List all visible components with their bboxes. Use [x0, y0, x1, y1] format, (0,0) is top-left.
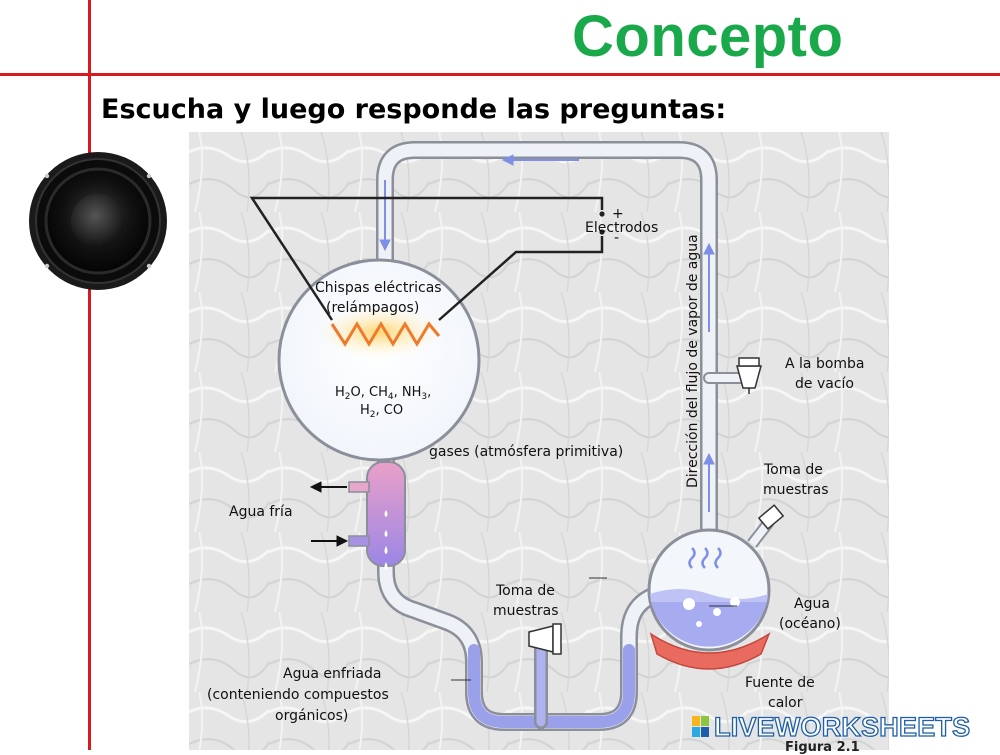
instruction-text: Escucha y luego responde las preguntas:: [101, 94, 727, 125]
sparks-label-line1: Chispas eléctricas: [315, 280, 442, 296]
cooled-label-line3: orgánicos): [275, 708, 348, 724]
heat-label-line1: Fuente de: [745, 675, 815, 691]
header-rule-horizontal: [0, 73, 1000, 76]
svg-text:H2, CO: H2, CO: [360, 403, 403, 420]
chemical-formula: H2O, CH4, NH3, H2, CO: [335, 385, 431, 420]
sample-bottom-label-line1: Toma de: [495, 583, 555, 599]
electrodes-label: Electrodos: [585, 220, 658, 236]
cold-water-arrows: [309, 481, 349, 547]
cooled-label-line2: (conteniendo compuestos: [207, 687, 389, 703]
vacuum-valve: [736, 357, 762, 394]
liveworksheets-logo-icon: [692, 716, 710, 738]
margin-rule-vertical: [88, 0, 91, 750]
water-label-line1: Agua: [794, 596, 830, 612]
sample-top-label-line2: muestras: [763, 482, 829, 498]
svg-text:H2O, CH4, NH3,: H2O, CH4, NH3,: [335, 385, 431, 402]
vapor-flow-label: Dirección del flujo de vapor de agua: [685, 234, 701, 488]
sample-top-label-line1: Toma de: [763, 462, 823, 478]
cold-water-label: Agua fría: [229, 504, 293, 520]
sample-bottom-label-line2: muestras: [493, 603, 559, 619]
minus-label: -: [614, 230, 619, 246]
liveworksheets-text: LIVEWORKSHEETS: [713, 711, 971, 742]
electrode-wires: [249, 196, 604, 321]
sample-valve: [528, 623, 562, 655]
miller-urey-diagram: H2O, CH4, NH3, H2, CO Electrodos + - Chi…: [189, 132, 889, 750]
vacuum-label-line1: A la bomba: [785, 356, 865, 372]
sparks-label-line2: (relámpagos): [326, 300, 419, 316]
flow-arrows: [379, 154, 715, 512]
condenser: [348, 461, 406, 570]
liveworksheets-watermark: LIVEWORKSHEETS: [692, 711, 992, 743]
vacuum-label-line2: de vacío: [795, 376, 854, 392]
speaker-icon[interactable]: [27, 150, 169, 292]
brand-title: Concepto: [572, 4, 844, 69]
water-label-line2: (océano): [779, 616, 841, 632]
small-flask: [647, 504, 785, 652]
figure-caption: Figura 2.1: [785, 740, 860, 755]
heat-label-line2: calor: [768, 695, 803, 711]
spark-zigzag: [330, 321, 441, 347]
plus-label: +: [612, 206, 624, 222]
heat-source: [649, 632, 771, 670]
cooled-label-line1: Agua enfriada: [283, 666, 381, 682]
large-flask: [277, 258, 481, 462]
gases-label: gases (atmósfera primitiva): [429, 444, 623, 460]
